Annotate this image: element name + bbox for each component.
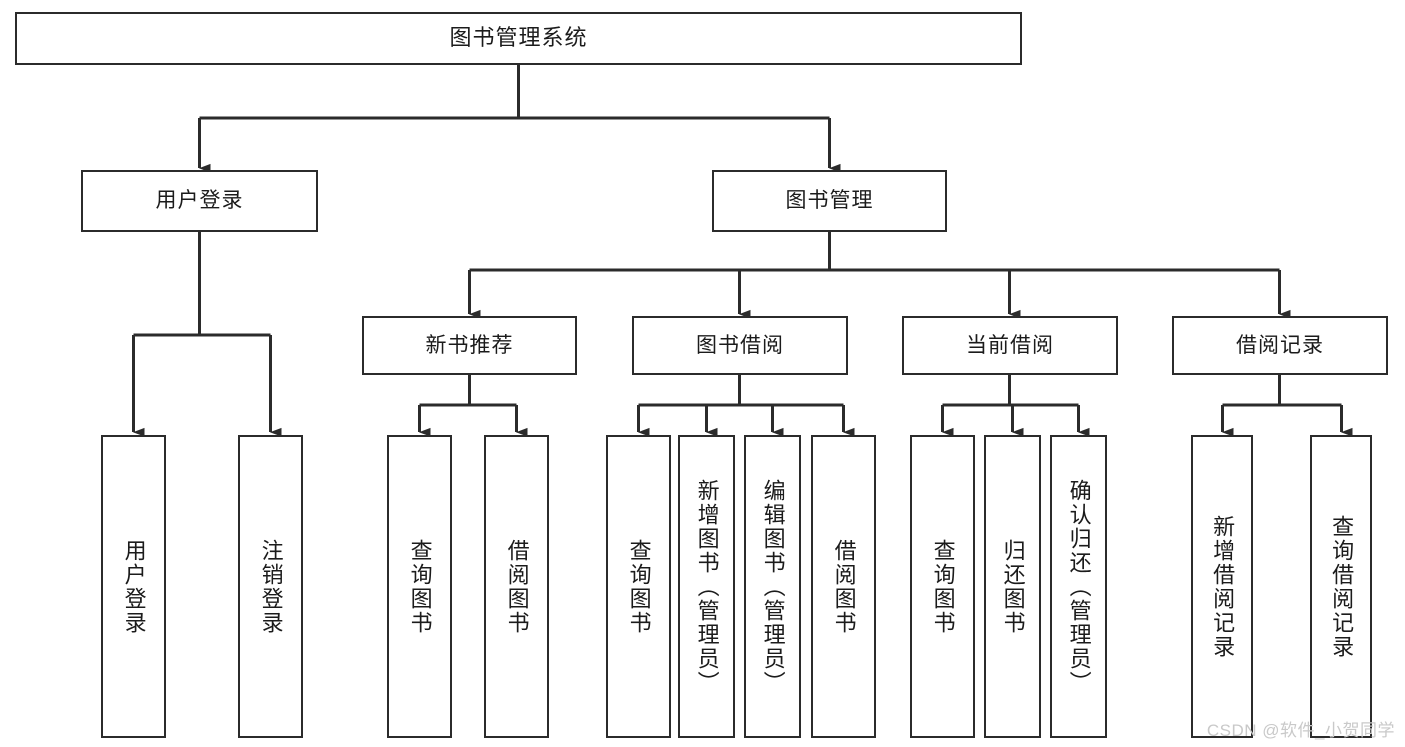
node-label: 图书借阅 [696,333,784,357]
node-user-login[interactable]: 用户登录 [81,170,318,232]
node-label: 新增借阅记录 [1210,514,1236,659]
node-label: 用户登录 [155,189,244,213]
node-label: 当前借阅 [966,333,1054,357]
leaf-logout[interactable]: 注销登录 [238,435,303,738]
node-new-book-recommendation[interactable]: 新书推荐 [362,316,577,375]
leaf-query-books-current[interactable]: 查询图书 [910,435,975,738]
node-label: 注销登录 [258,538,284,635]
node-book-management[interactable]: 图书管理 [712,170,947,232]
leaf-query-borrow-record[interactable]: 查询借阅记录 [1310,435,1372,738]
node-label: 新书推荐 [425,333,514,357]
node-label: 确认归还（管理员） [1066,478,1092,695]
leaf-confirm-return-admin[interactable]: 确认归还（管理员） [1050,435,1107,738]
node-label: 借阅图书 [831,538,857,635]
node-label: 查询图书 [930,538,956,635]
watermark-text: CSDN @软件_小贺同学 [1206,721,1395,740]
node-label: 借阅图书 [504,538,530,635]
node-label: 归还图书 [1000,538,1026,635]
node-book-borrow[interactable]: 图书借阅 [632,316,848,375]
node-borrow-records[interactable]: 借阅记录 [1172,316,1388,375]
leaf-query-books-borrow[interactable]: 查询图书 [606,435,671,738]
node-label: 查询图书 [407,538,433,635]
leaf-edit-book-admin[interactable]: 编辑图书（管理员） [744,435,801,738]
node-label: 查询借阅记录 [1329,514,1355,659]
leaf-return-books[interactable]: 归还图书 [984,435,1041,738]
node-label: 用户登录 [121,538,147,635]
node-root-system[interactable]: 图书管理系统 [15,12,1022,65]
leaf-add-book-admin[interactable]: 新增图书（管理员） [678,435,735,738]
leaf-borrow-books-recommendation[interactable]: 借阅图书 [484,435,549,738]
node-label: 借阅记录 [1236,333,1324,357]
leaf-user-login[interactable]: 用户登录 [101,435,166,738]
leaf-query-books-recommendation[interactable]: 查询图书 [387,435,452,738]
node-label: 图书管理系统 [449,25,588,51]
node-label: 编辑图书（管理员） [760,478,786,695]
node-label: 新增图书（管理员） [694,478,720,695]
leaf-add-borrow-record[interactable]: 新增借阅记录 [1191,435,1253,738]
node-current-borrow[interactable]: 当前借阅 [902,316,1118,375]
node-label: 查询图书 [626,538,652,635]
leaf-borrow-books[interactable]: 借阅图书 [811,435,876,738]
node-label: 图书管理 [785,189,874,213]
